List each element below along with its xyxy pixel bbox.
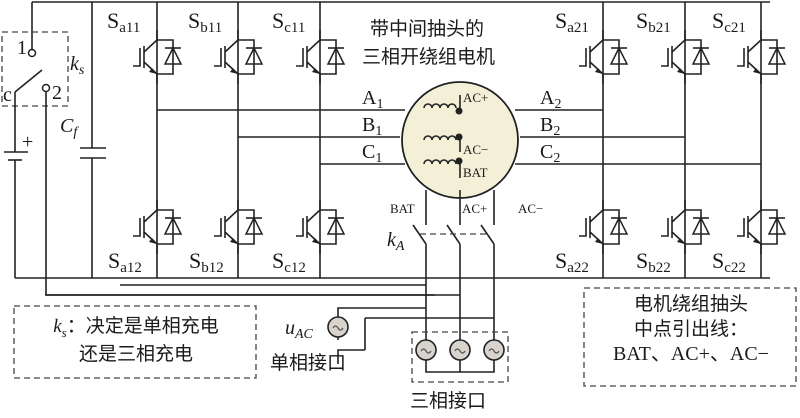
motor-title-line2: 三相开绕组电机 xyxy=(362,46,496,68)
single-phase-source-icon xyxy=(327,316,349,338)
ks-pos2: 2 xyxy=(52,82,62,104)
label-sc12: Sc12 xyxy=(272,248,306,276)
label-cf: Cf xyxy=(60,115,78,140)
label-b2: B2 xyxy=(540,114,561,139)
tap-wire-ac-minus: AC− xyxy=(518,201,544,216)
label-sa11: Sa11 xyxy=(107,8,141,36)
three-phase-box xyxy=(411,331,509,383)
motor-tap-ac-minus: AC− xyxy=(463,142,489,157)
label-sa22: Sa22 xyxy=(555,248,589,276)
note-ks: ks：决定是单相充电 还是三相充电 xyxy=(16,314,256,366)
three-phase-source-c-icon xyxy=(483,339,505,361)
label-ka: kA xyxy=(387,229,405,254)
three-phase-label: 三相接口 xyxy=(410,390,487,412)
motor-tap-ac-plus: AC+ xyxy=(463,90,489,105)
left-inverter xyxy=(132,2,345,278)
label-a2: A2 xyxy=(540,87,562,112)
label-b1: B1 xyxy=(362,114,383,139)
ks-common: c xyxy=(3,84,12,106)
single-phase-label: 单相接口 xyxy=(270,352,347,374)
note-ks-box xyxy=(13,305,257,379)
label-sc11: Sc11 xyxy=(272,8,306,36)
ks-switch-blade xyxy=(14,69,43,93)
note-taps-box xyxy=(583,287,797,387)
tap-wire-ac-plus: AC+ xyxy=(462,201,488,216)
label-sb11: Sb11 xyxy=(188,8,223,36)
note-taps-line1: 电机绕组抽头 xyxy=(633,293,748,315)
note-taps-line2: 中点引出线： xyxy=(633,317,748,340)
three-phase-source-a-icon xyxy=(415,339,437,361)
battery-plus-sign: + xyxy=(22,131,34,153)
note-ks-line2: 还是三相充电 xyxy=(78,342,193,365)
note-taps-line3: BAT、AC+、AC− xyxy=(613,343,769,366)
label-c2: C2 xyxy=(540,141,561,166)
label-sc21: Sc21 xyxy=(712,8,746,36)
tap-wire-bat: BAT xyxy=(390,201,415,216)
three-phase-source-b-icon xyxy=(449,339,471,361)
motor-tap-bat: BAT xyxy=(463,165,488,180)
ka-blade-1 xyxy=(412,224,427,245)
label-ks: ks xyxy=(70,53,85,78)
label-c1: C1 xyxy=(362,141,383,166)
ks-switch-box xyxy=(1,31,69,107)
label-sc22: Sc22 xyxy=(712,248,746,276)
right-inverter xyxy=(578,2,786,278)
motor-title-line1: 带中间抽头的 xyxy=(370,18,485,40)
ka-blade-3 xyxy=(480,224,495,245)
label-sa21: Sa21 xyxy=(555,8,589,36)
label-sb12: Sb12 xyxy=(189,248,224,276)
ks-pos1: 1 xyxy=(17,37,27,59)
label-uac: uAC xyxy=(285,317,313,342)
note-ks-line1: ks：决定是单相充电 xyxy=(53,315,219,340)
note-taps: 电机绕组抽头 中点引出线： BAT、AC+、AC− xyxy=(586,292,796,367)
label-sb21: Sb21 xyxy=(636,8,671,36)
label-a1: A1 xyxy=(362,87,384,112)
label-sb22: Sb22 xyxy=(636,248,671,276)
label-sa12: Sa12 xyxy=(108,248,142,276)
